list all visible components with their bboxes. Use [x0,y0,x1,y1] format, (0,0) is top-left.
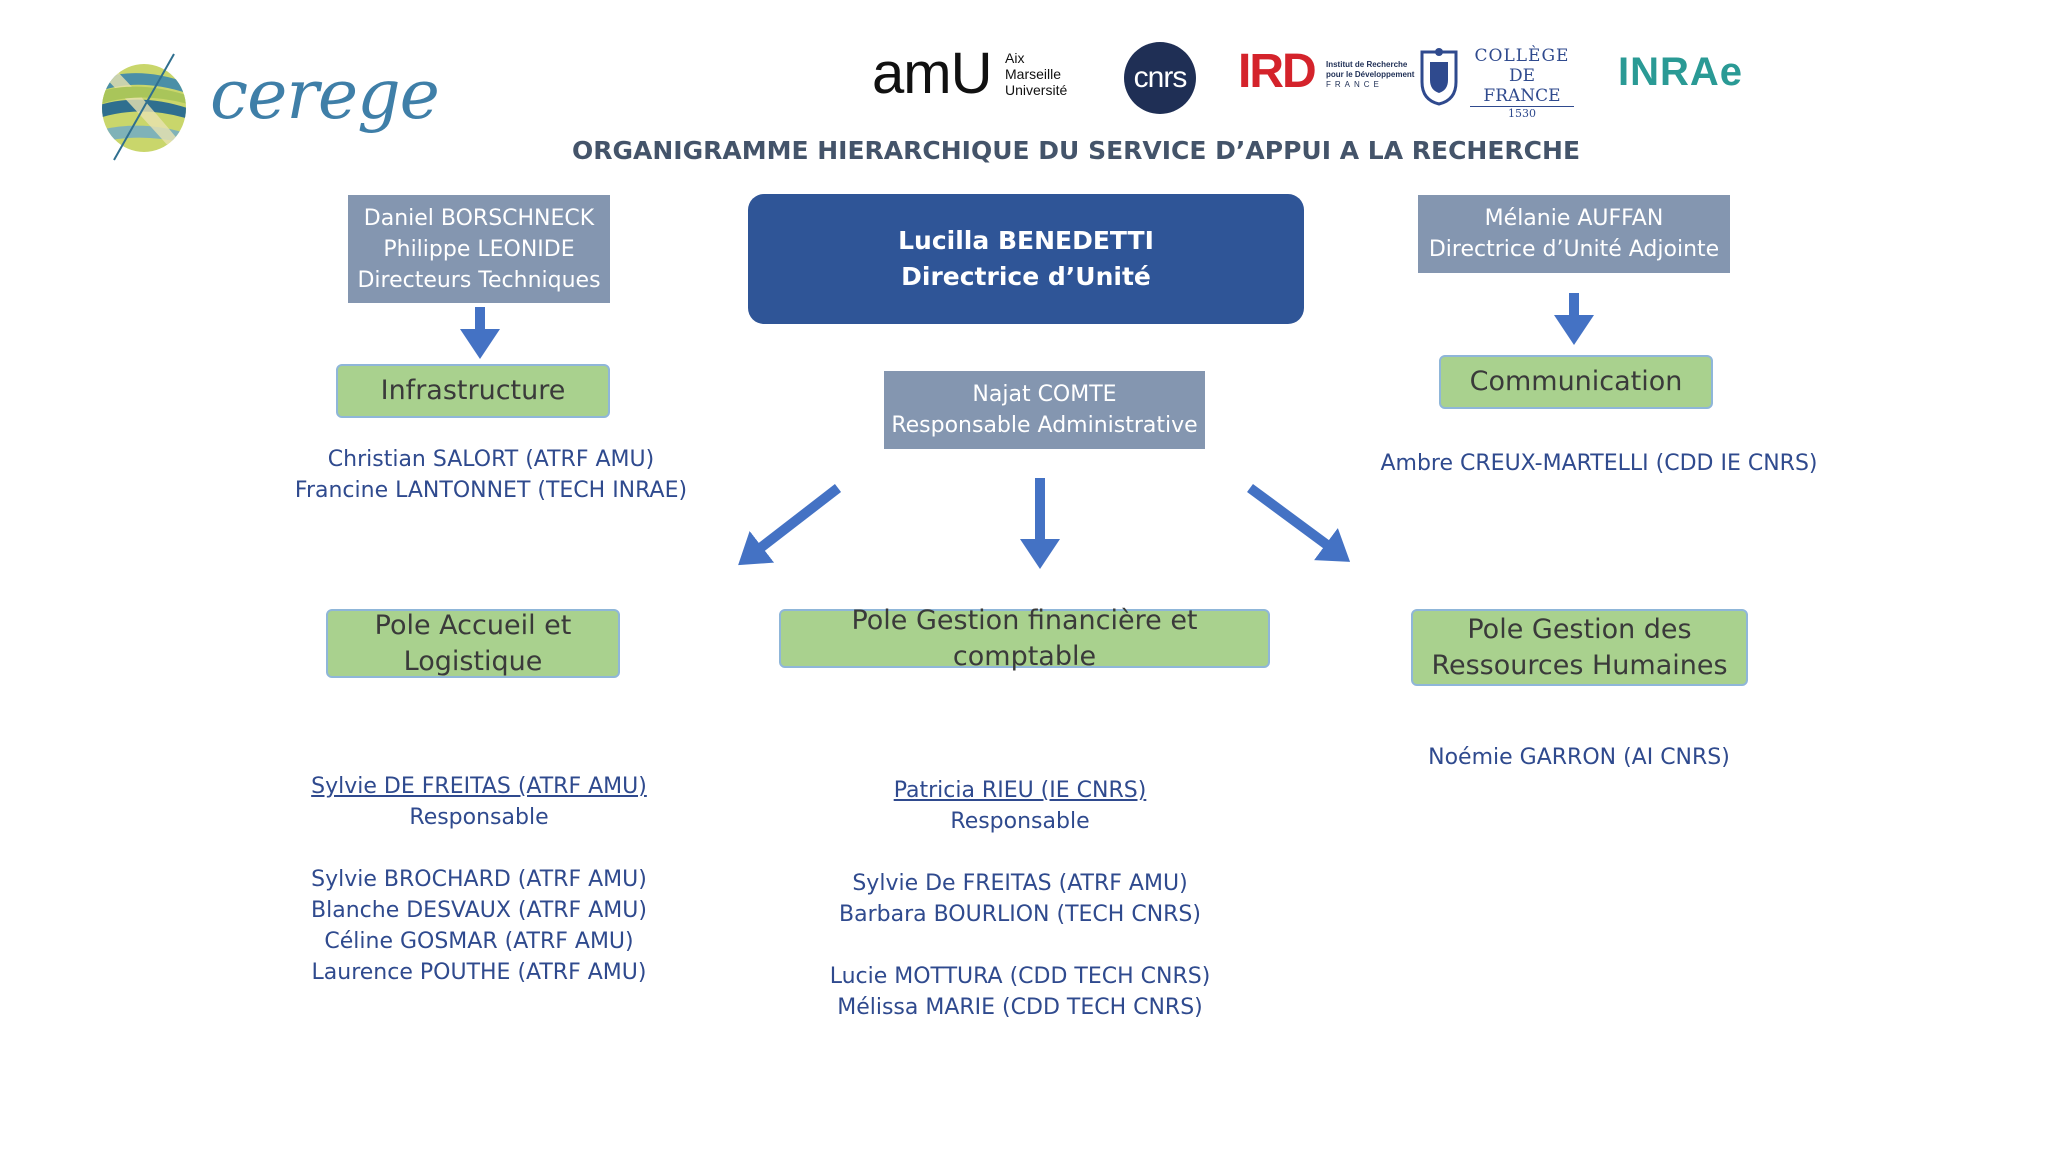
cerege-logo: cerege [98,52,440,162]
ird-small-1: Institut de Recherche [1326,60,1408,69]
pole-finance-box: Pole Gestion financière et comptable [779,605,1270,672]
college-year: 1530 [1470,106,1574,121]
ird-mark: IRD [1238,45,1317,98]
pole-accueil-head-role: Responsable [409,805,549,830]
pole-rh-label-2: Ressources Humaines [1431,649,1728,681]
pole-accueil-label-1: Pole Accueil et [374,609,572,641]
pole-finance-label: Pole Gestion financière et comptable [851,604,1198,672]
admin-manager-box: Najat COMTE Responsable Administrative [884,371,1205,449]
list-item: Christian SALORT (ATRF AMU) [327,447,655,472]
technical-directors-line-1: Daniel BORSCHNECK [363,205,595,231]
inrae-logo: INRAe [1618,50,1744,94]
infrastructure-box: Infrastructure [336,364,610,418]
college-de-france-logo: COLLÈGE DE FRANCE 1530 [1418,46,1578,120]
admin-manager-name: Najat COMTE [972,382,1117,407]
pole-rh-members: Noémie GARRON (AI CNRS) [1379,742,1779,773]
arrow-to-rh [1247,483,1351,562]
cerege-wordmark: cerege [210,56,440,135]
amu-small-2: Marseille [1005,66,1062,82]
admin-manager-role: Responsable Administrative [891,413,1198,438]
cerege-globe-icon [102,53,186,161]
deputy-director-box: Mélanie AUFFAN Directrice d’Unité Adjoin… [1418,195,1730,273]
list-item: Mélissa MARIE (CDD TECH CNRS) [837,995,1203,1020]
communication-label: Communication [1469,366,1683,397]
technical-directors-line-3: Directeurs Techniques [357,267,601,293]
cnrs-logo: cnrs [1124,42,1196,114]
arrow-to-accueil [738,484,842,566]
pole-accueil-box: Pole Accueil et Logistique [326,609,620,678]
pole-accueil-label-2: Logistique [403,645,543,677]
communication-members: Ambre CREUX-MARTELLI (CDD IE CNRS) [1374,448,1824,479]
list-item: Sylvie BROCHARD (ATRF AMU) [311,867,647,892]
list-item: Blanche DESVAUX (ATRF AMU) [311,898,647,923]
page-title: ORGANIGRAMME HIERARCHIQUE DU SERVICE D’A… [572,136,1581,165]
list-item: Sylvie De FREITAS (ATRF AMU) [852,871,1188,896]
list-item: Céline GOSMAR (ATRF AMU) [324,929,634,954]
pole-rh-label-1: Pole Gestion des [1467,613,1692,645]
pole-accueil-head[interactable]: Sylvie DE FREITAS (ATRF AMU) [311,774,647,799]
ird-logo: IRD Institut de Recherche pour le Dévelo… [1238,45,1418,100]
infrastructure-members: Christian SALORT (ATRF AMU) Francine LAN… [291,444,691,506]
unit-director-name: Lucilla BENEDETTI [898,226,1154,255]
amu-small-3: Université [1005,82,1068,98]
pole-accueil-members: Sylvie DE FREITAS (ATRF AMU) Responsable… [279,771,679,988]
pole-finance-head-role: Responsable [950,809,1090,834]
crest-icon [1420,48,1458,106]
deputy-director-name: Mélanie AUFFAN [1484,206,1664,231]
list-item: Laurence POUTHE (ATRF AMU) [311,960,647,985]
college-line-1: COLLÈGE [1474,46,1570,66]
list-item: Francine LANTONNET (TECH INRAE) [294,478,688,503]
list-item: Barbara BOURLION (TECH CNRS) [839,902,1201,927]
list-item: Ambre CREUX-MARTELLI (CDD IE CNRS) [1380,451,1818,476]
list-item: Lucie MOTTURA (CDD TECH CNRS) [829,964,1211,989]
amu-small-1: Aix [1005,50,1025,66]
technical-directors-box: Daniel BORSCHNECK Philippe LEONIDE Direc… [348,195,610,303]
amu-logo: amU Aix Marseille Université [872,41,1082,106]
ird-small-3: FRANCE [1326,80,1383,89]
cnrs-wordmark: cnrs [1133,61,1188,94]
unit-director-box: Lucilla BENEDETTI Directrice d’Unité [748,194,1304,324]
amu-wordmark: amU [872,41,992,106]
college-line-2: DE FRANCE [1483,66,1561,106]
ird-small-2: pour le Développement [1326,70,1415,79]
pole-rh-box: Pole Gestion des Ressources Humaines [1411,609,1748,686]
infrastructure-label: Infrastructure [380,375,566,406]
communication-box: Communication [1439,355,1713,409]
pole-finance-members: Patricia RIEU (IE CNRS) Responsable Sylv… [790,775,1250,1023]
unit-director-role: Directrice d’Unité [901,262,1151,291]
list-item: Noémie GARRON (AI CNRS) [1428,745,1730,770]
technical-directors-line-2: Philippe LEONIDE [383,236,575,262]
pole-finance-head[interactable]: Patricia RIEU (IE CNRS) [893,778,1147,803]
deputy-director-role: Directrice d’Unité Adjointe [1428,237,1720,262]
